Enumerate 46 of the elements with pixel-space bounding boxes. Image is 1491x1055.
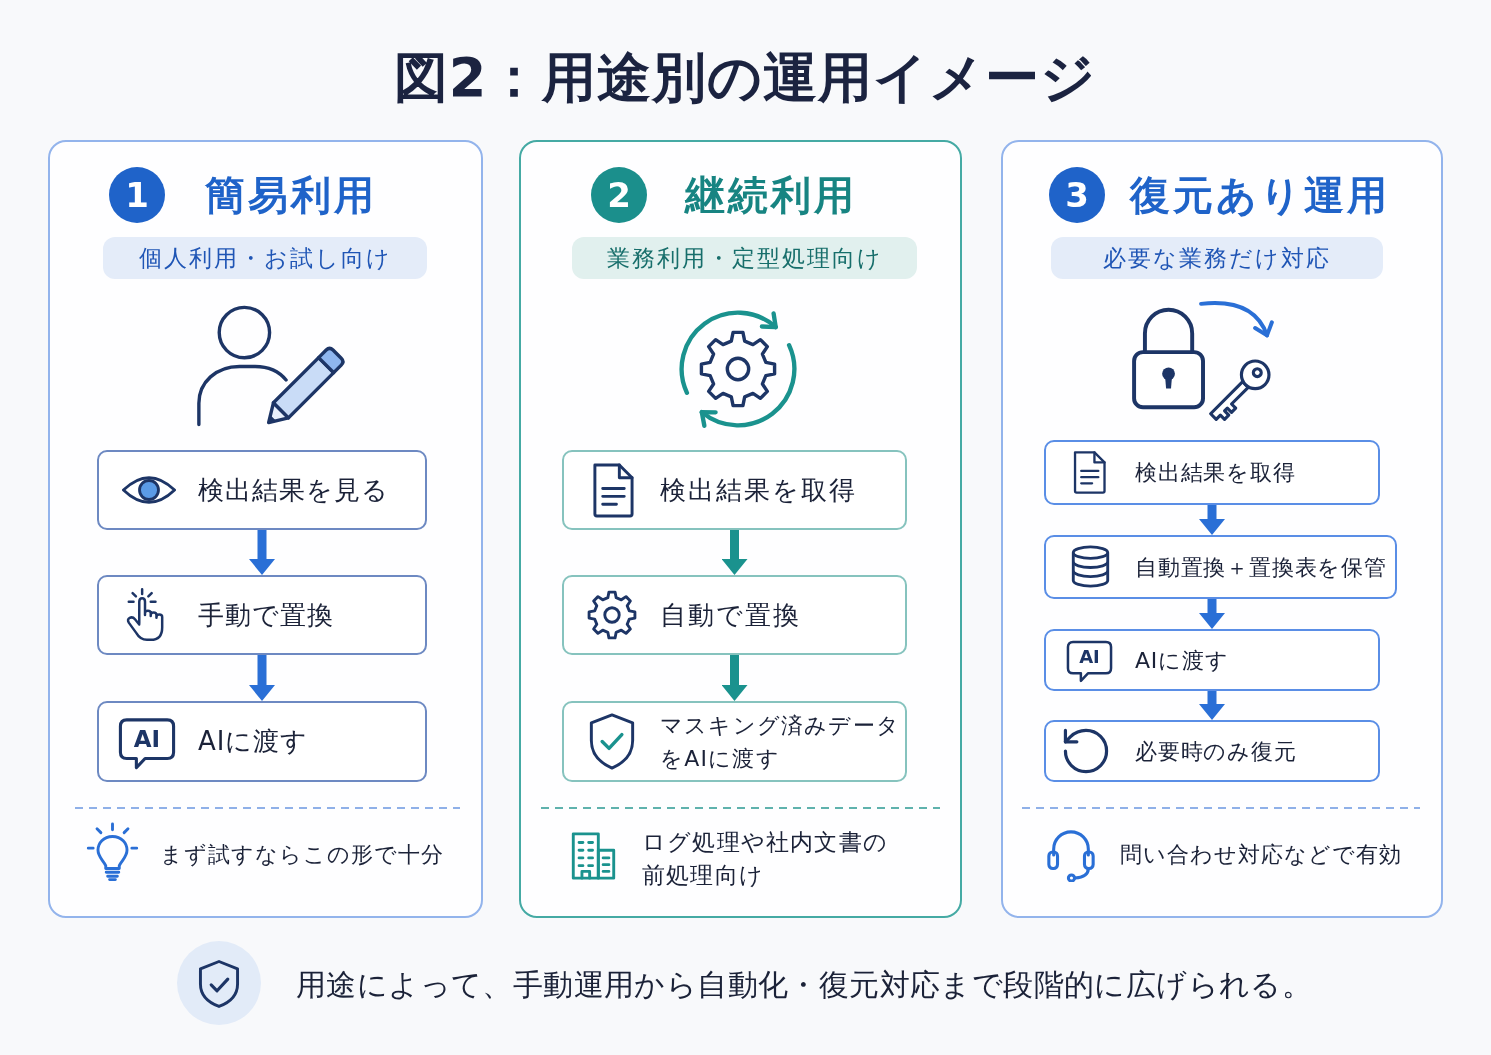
- process-box: [562, 450, 907, 530]
- process-box: [1044, 535, 1397, 599]
- flow-arrow: [721, 530, 748, 575]
- step-label: 自動で置換: [660, 598, 801, 632]
- flow-arrow: [1199, 599, 1225, 629]
- process-box: [1044, 440, 1380, 505]
- step-label: 自動置換＋置換表を保管: [1135, 553, 1387, 582]
- step-label: 検出結果を取得: [660, 473, 857, 507]
- category-panel: [1001, 140, 1443, 918]
- flow-arrow: [1199, 691, 1225, 720]
- step-number: 2: [591, 167, 647, 223]
- panel-heading: 継続利用: [685, 171, 857, 219]
- step-label: 検出結果を見る: [198, 473, 389, 507]
- flow-arrow: [249, 530, 275, 575]
- subtitle-tag: 個人利用・お試し向け: [103, 237, 427, 279]
- subtitle-tag: 必要な業務だけ対応: [1051, 237, 1383, 279]
- step-number: 3: [1049, 167, 1105, 223]
- process-box: [562, 701, 907, 782]
- process-box: [97, 450, 427, 530]
- icon-text: AI: [133, 727, 161, 751]
- icon-text: AI: [1079, 648, 1100, 667]
- flow-arrow: [249, 655, 275, 701]
- panel-note: 問い合わせ対応などで有効: [1120, 841, 1402, 869]
- process-box: [1044, 720, 1380, 782]
- caption-text: 用途によって、手動運用から自動化・復元対応まで段階的に広げられる。: [296, 966, 1313, 1004]
- panel-note: ログ処理や社内文書の前処理向け: [642, 828, 889, 890]
- panel-note: まず試すならこの形で十分: [160, 841, 444, 869]
- process-box: [1044, 629, 1380, 691]
- process-box: [97, 701, 427, 782]
- step-label: 必要時のみ復元: [1135, 737, 1297, 766]
- step-label: AIに渡す: [198, 725, 309, 758]
- step-label: 検出結果を取得: [1135, 459, 1296, 487]
- step-label: マスキング済みデータをAIに渡す: [660, 711, 901, 773]
- category-panel: [48, 140, 483, 918]
- flow-arrow: [1199, 505, 1225, 535]
- category-panel: [519, 140, 962, 918]
- panel-heading: 簡易利用: [205, 171, 377, 219]
- step-number: 1: [109, 167, 165, 223]
- subtitle-tag: 業務利用・定型処理向け: [572, 237, 917, 279]
- flow-arrow: [721, 655, 748, 701]
- process-box: [562, 575, 907, 655]
- step-label: 手動で置換: [198, 598, 334, 632]
- panel-heading: 復元あり運用: [1130, 171, 1390, 219]
- step-label: AIに渡す: [1135, 646, 1229, 675]
- process-box: [97, 575, 427, 655]
- page-title: 図2：用途別の運用イメージ: [393, 45, 1097, 111]
